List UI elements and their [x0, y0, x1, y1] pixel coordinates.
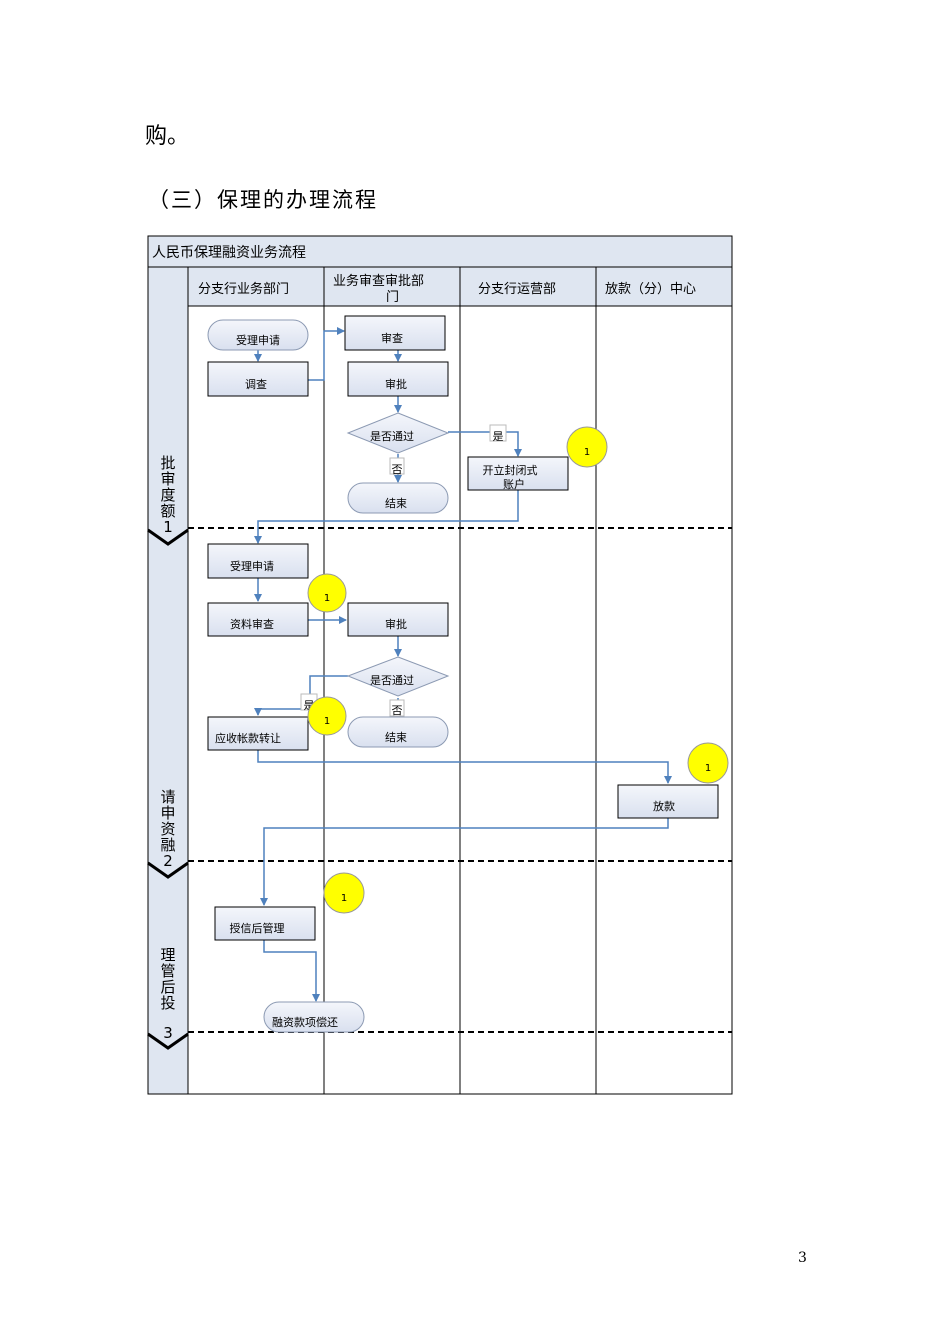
node-label: 受理申请 [236, 334, 280, 347]
accept-application-terminal [207, 319, 309, 351]
review-box [344, 315, 446, 351]
svg-text:1: 1 [324, 593, 330, 604]
marker-circle: 1 [687, 742, 729, 784]
column-header-review-line2: 门 [386, 290, 399, 305]
svg-text:3: 3 [163, 1024, 173, 1042]
phase-label-3: 理 管 后 投 3 [160, 946, 175, 1042]
phase-label-1: 批 审 度 额 1 [160, 454, 175, 536]
svg-text:融: 融 [160, 836, 175, 854]
connector [263, 940, 320, 1002]
svg-text:2: 2 [163, 852, 173, 870]
node-label: 是否通过 [370, 674, 414, 687]
svg-text:1: 1 [163, 518, 173, 536]
node-label: 结束 [385, 497, 407, 510]
decision-diamond [346, 412, 450, 454]
phase-chevron [147, 861, 189, 879]
svg-text:度: 度 [160, 486, 175, 504]
svg-text:批: 批 [160, 454, 175, 472]
yes-label: 是 [304, 699, 315, 712]
node-label: 放款 [653, 799, 675, 813]
node-label: 调查 [245, 377, 267, 391]
yes-label-box [489, 424, 507, 442]
connector [257, 750, 672, 784]
svg-text:1: 1 [584, 447, 590, 458]
svg-text:请: 请 [160, 788, 175, 806]
node-label: 审批 [385, 377, 407, 391]
phase-label-2: 请 申 资 融 2 [160, 788, 175, 870]
no-label-box [389, 699, 405, 717]
svg-text:1: 1 [324, 716, 330, 727]
yes-label: 是 [493, 430, 504, 443]
receivables-transfer-box [207, 716, 309, 751]
disburse-box [617, 784, 719, 819]
svg-text:1: 1 [341, 893, 347, 904]
approve-box [347, 602, 449, 637]
column-header-operations: 分支行运营部 [478, 282, 556, 297]
node-label: 审批 [385, 617, 407, 631]
marker-circle: 1 [566, 426, 608, 468]
node-label: 结束 [385, 731, 407, 744]
connector [254, 490, 519, 544]
no-label: 否 [392, 704, 403, 717]
open-account-box [467, 456, 569, 491]
repayment-terminal [263, 1001, 365, 1033]
phase-chevron [147, 1032, 189, 1050]
connector [260, 818, 669, 906]
phase-chevron [147, 528, 189, 546]
connector [448, 431, 522, 457]
end-terminal [347, 716, 449, 748]
approve-box [347, 361, 449, 397]
node-label: 是否通过 [370, 430, 414, 443]
document-review-box [207, 602, 309, 637]
title-bar [147, 235, 733, 268]
node-label: 开立封闭式 [483, 463, 538, 477]
phase-column [147, 266, 189, 1095]
node-label: 受理申请 [230, 560, 274, 573]
post-credit-management-box [214, 906, 316, 941]
section-heading: （三）保理的办理流程 [148, 188, 378, 212]
marker-circle: 1 [307, 696, 347, 736]
svg-text:额: 额 [160, 502, 175, 520]
node-label: 资料审查 [230, 617, 274, 631]
connector [308, 327, 345, 381]
column-header-review-line1: 业务审查审批部 [333, 273, 424, 289]
column-header-loan-center: 放款（分）中心 [605, 282, 696, 297]
node-label: 授信后管理 [230, 921, 285, 935]
no-label-box [389, 457, 405, 475]
page-number: 3 [798, 1250, 807, 1266]
investigate-box [207, 361, 309, 397]
flowchart-title: 人民币保理融资业务流程 [152, 245, 306, 261]
accept-application-box [207, 543, 309, 579]
svg-text:申: 申 [160, 804, 175, 822]
svg-text:管: 管 [160, 962, 175, 980]
svg-text:审: 审 [160, 470, 175, 488]
decision-diamond [346, 656, 450, 697]
marker-circle: 1 [323, 872, 365, 914]
no-label: 否 [392, 463, 403, 476]
node-label: 审查 [381, 331, 403, 345]
paragraph-tail: 购。 [145, 124, 190, 149]
node-label: 应收帐款转让 [215, 731, 281, 745]
node-label: 账户 [503, 477, 525, 491]
svg-text:投: 投 [160, 994, 175, 1012]
column-header-branch-business: 分支行业务部门 [198, 281, 289, 297]
svg-text:1: 1 [705, 763, 711, 774]
marker-circle: 1 [307, 573, 347, 613]
node-label: 融资款项偿还 [272, 1015, 338, 1029]
end-terminal [347, 482, 449, 514]
svg-text:后: 后 [160, 978, 175, 996]
svg-text:资: 资 [160, 820, 175, 838]
svg-text:理: 理 [160, 946, 175, 964]
